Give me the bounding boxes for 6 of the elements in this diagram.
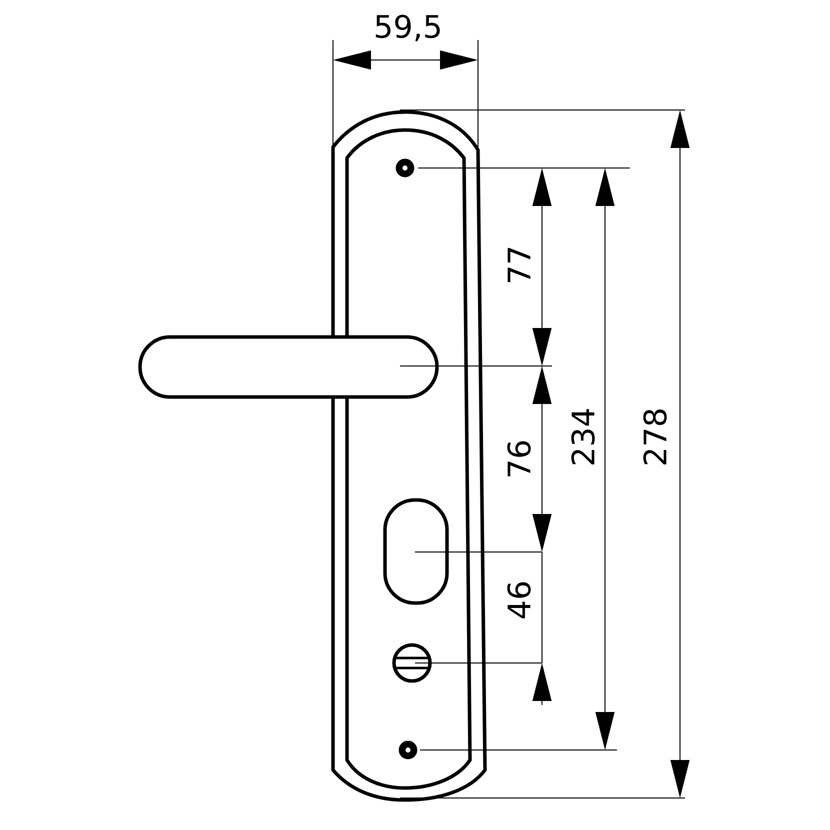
dimension-label: 76	[507, 441, 531, 476]
dimension-label: 59,5	[376, 14, 440, 42]
dimension-label: 278	[643, 410, 667, 464]
dimension-label: 77	[508, 248, 530, 282]
dimension-label: 234	[571, 409, 595, 464]
dimension-label: 46	[507, 582, 531, 618]
